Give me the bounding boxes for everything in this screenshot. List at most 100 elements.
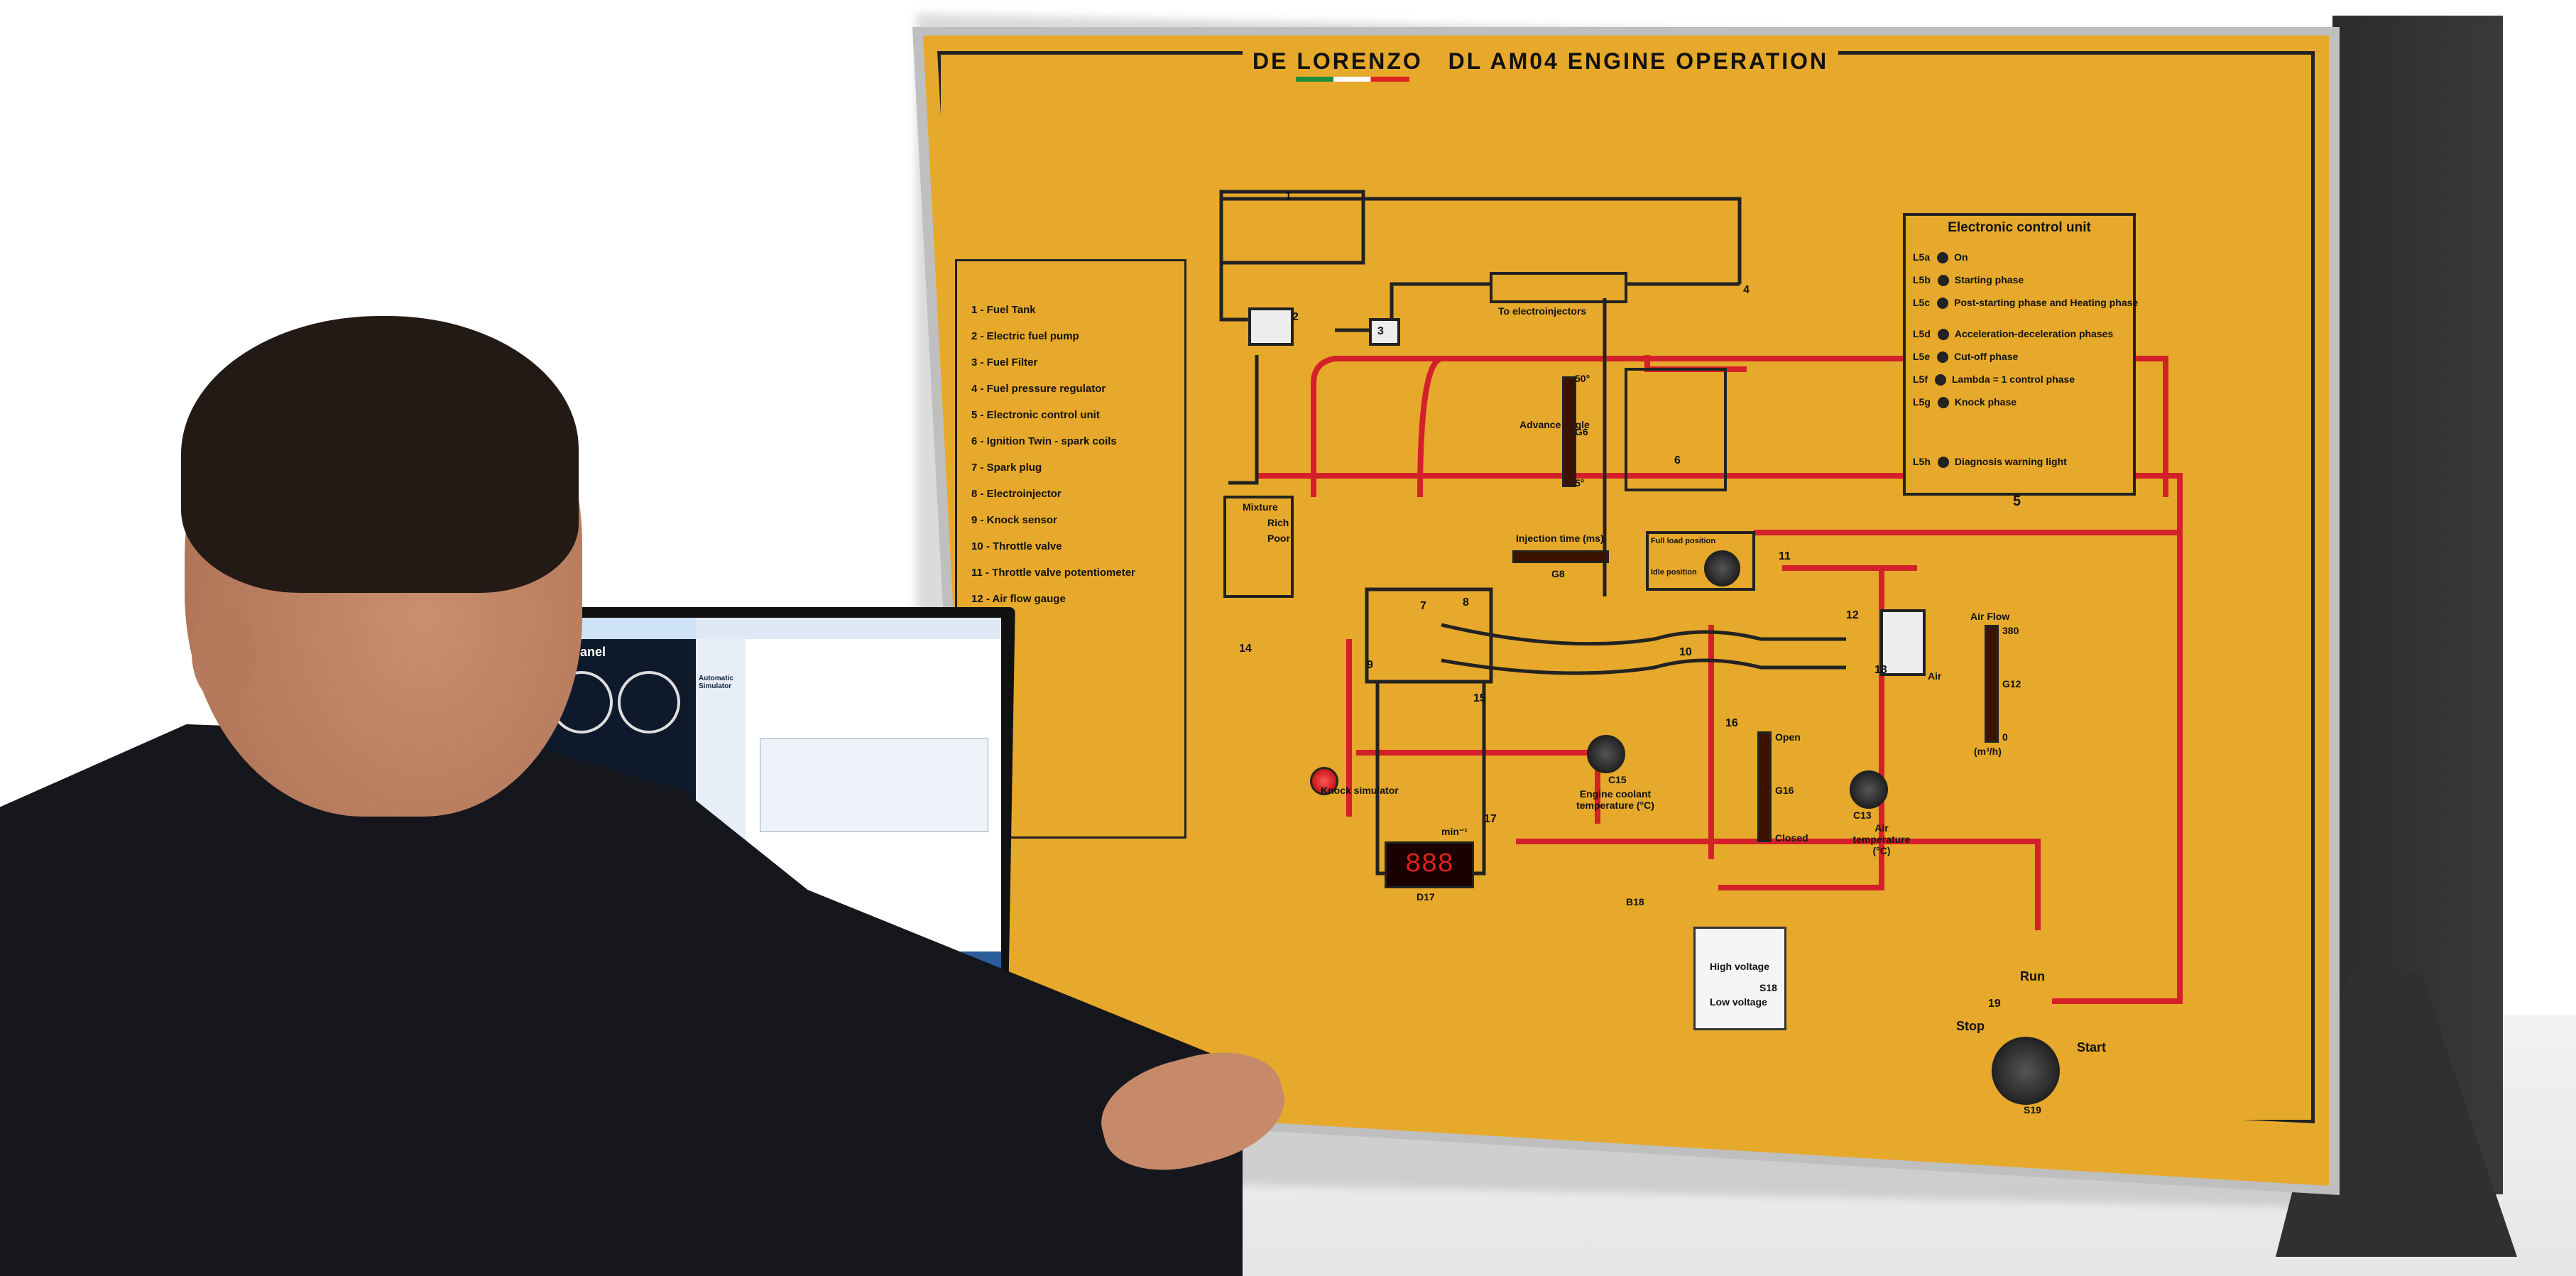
knock-simulator-button[interactable]	[1310, 767, 1338, 795]
wire	[1417, 356, 1443, 498]
component-number: 3	[1377, 325, 1384, 337]
legend-item: 7 - Spark plug	[971, 462, 1042, 474]
component-number: 1	[1285, 190, 1292, 202]
angle-top-label: 50°	[1575, 373, 1590, 384]
component-number: 10	[1679, 646, 1692, 658]
d17-label: D17	[1417, 891, 1435, 903]
component-number: 11	[1779, 550, 1791, 562]
flow-unit-label: (m³/h)	[1974, 746, 2002, 757]
rich-label: Rich	[1267, 517, 1289, 528]
intake-pipe	[1441, 658, 1846, 675]
component-number: 19	[1988, 998, 2001, 1010]
wire	[1516, 839, 2041, 930]
coolant-label: Engine coolant temperature (°C)	[1576, 788, 1654, 811]
fuel-line	[1335, 282, 1491, 332]
legend-item: 3 - Fuel Filter	[971, 356, 1038, 369]
legend-item: 2 - Electric fuel pump	[971, 330, 1079, 342]
component-number: 6	[1674, 454, 1681, 467]
open-label: Open	[1775, 731, 1801, 743]
g6-label: G6	[1575, 426, 1588, 437]
flag-stripe	[1296, 77, 1409, 82]
full-load-label: Full load position	[1651, 537, 1716, 545]
air-flow-label: Air Flow	[1970, 611, 2010, 622]
led-icon	[1937, 457, 1949, 469]
tachometer-icon	[618, 671, 680, 734]
component-number: 15	[1473, 692, 1486, 704]
legend-item: 11 - Throttle valve potentiometer	[971, 567, 1135, 579]
c15-label: C15	[1608, 774, 1627, 785]
fuel-filter	[1369, 318, 1400, 346]
g8-label: G8	[1551, 568, 1565, 579]
component-legend: 1 - Fuel Tank 2 - Electric fuel pump 3 -…	[955, 259, 1186, 839]
air-flow-gauge-bar	[1985, 625, 1999, 743]
s19-label: S19	[2024, 1104, 2041, 1116]
mixture-box	[1223, 496, 1294, 598]
component-number: 14	[1239, 643, 1252, 655]
wire	[1311, 356, 2168, 497]
run-label: Run	[2020, 969, 2045, 983]
component-number: 2	[1292, 311, 1299, 323]
component-number: 7	[1420, 600, 1426, 612]
fuel-pump	[1248, 307, 1294, 346]
component-number: 9	[1367, 659, 1373, 671]
fuel-line	[1221, 197, 1742, 284]
ignition-key-switch[interactable]	[1992, 1037, 2060, 1105]
legend-item: 5 - Electronic control unit	[971, 409, 1100, 421]
knock-sim-label: Knock simulator	[1321, 785, 1399, 796]
led-icon	[1935, 374, 1946, 386]
panel-header: DE LORENZO DL AM04 ENGINE OPERATION	[1243, 48, 1839, 75]
component-number: 4	[1743, 284, 1750, 296]
brand-name: DE LORENZO	[1252, 48, 1423, 74]
throttle-position-box	[1646, 531, 1755, 591]
doc-table	[760, 738, 988, 832]
person-hair	[181, 316, 579, 593]
g16-label: G16	[1775, 785, 1794, 796]
led-icon	[1937, 298, 1949, 310]
injector-rail	[1490, 272, 1627, 303]
person-ear	[192, 604, 256, 703]
g12-label: G12	[2002, 678, 2021, 689]
flow-bottom-label: 0	[2002, 731, 2008, 743]
ecu-title: Electronic control unit	[1948, 220, 2091, 235]
led-icon	[1937, 329, 1949, 341]
component-number: 16	[1725, 717, 1738, 729]
angle-bottom-label: 5°	[1575, 477, 1585, 489]
component-number: 13	[1874, 664, 1887, 676]
fuel-line	[1219, 249, 1250, 322]
air-temp-label: Air temperature (°C)	[1852, 822, 1911, 856]
intake-pipe	[1441, 623, 1846, 646]
component-number: 17	[1484, 813, 1497, 825]
air-label: Air	[1928, 670, 1942, 682]
legend-item: 6 - Ignition Twin - spark coils	[971, 435, 1117, 447]
low-voltage-label: Low voltage	[1710, 996, 1767, 1008]
legend-item: 4 - Fuel pressure regulator	[971, 383, 1106, 395]
rpm-unit-label: min⁻¹	[1441, 826, 1468, 837]
fuel-line	[1228, 355, 1259, 485]
window-toolbar	[696, 618, 1001, 639]
s18-label: S18	[1759, 982, 1777, 993]
spark-test-box: High voltage Low voltage S18	[1693, 927, 1786, 1030]
legend-item: 8 - Electroinjector	[971, 488, 1061, 500]
legend-item: 9 - Knock sensor	[971, 514, 1057, 526]
poor-label: Poor	[1267, 533, 1290, 544]
advance-angle-gauge	[1562, 376, 1576, 487]
throttle-knob[interactable]	[1704, 550, 1740, 587]
air-flow-gauge	[1880, 609, 1926, 676]
led-icon	[1937, 252, 1949, 264]
c13-label: C13	[1853, 809, 1872, 821]
led-icon	[1937, 351, 1949, 364]
air-temp-knob[interactable]	[1850, 770, 1888, 809]
throttle-gauge	[1757, 731, 1772, 842]
rpm-display: 888	[1385, 841, 1474, 888]
idle-label: Idle position	[1651, 568, 1697, 577]
high-voltage-label: High voltage	[1710, 961, 1770, 972]
coolant-temp-knob[interactable]	[1587, 735, 1625, 773]
